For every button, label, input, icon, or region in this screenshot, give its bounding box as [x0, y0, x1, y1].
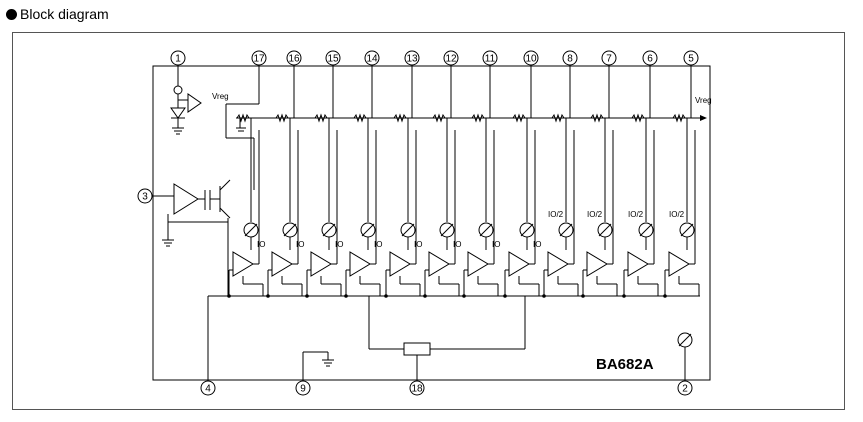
outer-frame	[12, 32, 845, 410]
svg-text:17: 17	[253, 54, 265, 65]
pin-top-7: 7	[601, 50, 617, 66]
comparator-icon	[508, 251, 530, 277]
pin-top-10: 10	[523, 50, 539, 66]
channel-1: IO	[227, 113, 265, 298]
pin-top-16: 16	[286, 50, 302, 66]
pin-top-12: 12	[443, 50, 459, 66]
comparator-icon	[547, 251, 569, 277]
pin-bottom-2: 2	[677, 380, 693, 396]
pin-top-13: 13	[404, 50, 420, 66]
channel-2: IO	[266, 66, 304, 298]
svg-text:14: 14	[366, 54, 378, 65]
vreg-label-left: Vreg	[212, 92, 229, 101]
svg-text:1: 1	[175, 54, 181, 65]
channel-11: IO/2	[622, 66, 659, 298]
current-label: IO/2	[548, 210, 564, 219]
svg-text:9: 9	[300, 384, 306, 395]
pin-bottom-4: 4	[200, 380, 216, 396]
channel-5: IO	[384, 66, 422, 298]
chip-body	[152, 65, 711, 381]
pin-top-1: 1	[170, 50, 186, 66]
current-label: IO	[414, 240, 422, 249]
current-label: IO	[374, 240, 382, 249]
pin-top-15: 15	[325, 50, 341, 66]
current-label: IO	[335, 240, 343, 249]
current-label: IO/2	[669, 210, 685, 219]
comparator-icon	[389, 251, 411, 277]
comparator-icon	[349, 251, 371, 277]
svg-text:15: 15	[327, 54, 339, 65]
svg-text:11: 11	[485, 54, 496, 65]
pin-top-11: 11	[482, 50, 498, 66]
current-label: IO	[257, 240, 265, 249]
comparator-icon	[232, 251, 254, 277]
current-label: IO	[453, 240, 461, 249]
svg-text:4: 4	[205, 384, 211, 395]
svg-text:18: 18	[411, 384, 423, 395]
bullet-icon	[6, 8, 17, 20]
pin-top-8: 8	[562, 50, 578, 66]
svg-text:2: 2	[682, 384, 688, 395]
current-label: IO	[492, 240, 500, 249]
wiring	[158, 66, 707, 380]
channel-9: IO/2	[542, 66, 579, 298]
channel-8: IO	[503, 66, 541, 298]
svg-text:12: 12	[445, 54, 457, 65]
led-driver-channels: IO IO IO IO IO IO IO IO IO/2 IO/2 IO/2 IO/2	[227, 66, 700, 298]
comparator-icon	[467, 251, 489, 277]
comparator-icon	[668, 251, 690, 277]
current-label: IO	[296, 240, 304, 249]
channel-4: IO	[344, 66, 382, 298]
pin-top-6: 6	[642, 50, 658, 66]
svg-text:10: 10	[525, 54, 537, 65]
pin-top-17: 17	[251, 50, 267, 66]
channel-12: IO/2	[663, 66, 700, 298]
svg-text:3: 3	[142, 192, 148, 203]
svg-text:5: 5	[688, 54, 694, 65]
svg-text:7: 7	[606, 54, 612, 65]
svg-text:6: 6	[647, 54, 653, 65]
pin-bottom-18: 18	[409, 380, 425, 396]
pin-left: 3	[137, 188, 158, 204]
current-label: IO/2	[628, 210, 644, 219]
svg-text:16: 16	[288, 54, 300, 65]
comparator-icon	[310, 251, 332, 277]
comparator-icon	[428, 251, 450, 277]
pin-bottom-9: 9	[295, 380, 311, 396]
current-label: IO	[533, 240, 541, 249]
svg-text:8: 8	[567, 54, 573, 65]
top-pin-row: 1 17 16 15 14 13 12 11 10 8 7 6 5	[170, 50, 699, 66]
pin-top-14: 14	[364, 50, 380, 66]
channel-3: IO	[305, 66, 343, 298]
channel-7: IO	[462, 66, 500, 298]
comparator-icon	[271, 251, 293, 277]
diagram-heading: Block diagram	[6, 4, 109, 24]
vreg-label-right: Vreg	[695, 96, 712, 105]
svg-text:13: 13	[406, 54, 418, 65]
channel-10: IO/2	[581, 66, 618, 298]
comparator-icon	[586, 251, 608, 277]
channel-6: IO	[423, 66, 461, 298]
comparator-icon	[627, 251, 649, 277]
current-label: IO/2	[587, 210, 603, 219]
pin-top-5: 5	[683, 50, 699, 66]
chip-name: BA682A	[596, 356, 654, 373]
heading-text: Block diagram	[20, 6, 109, 22]
